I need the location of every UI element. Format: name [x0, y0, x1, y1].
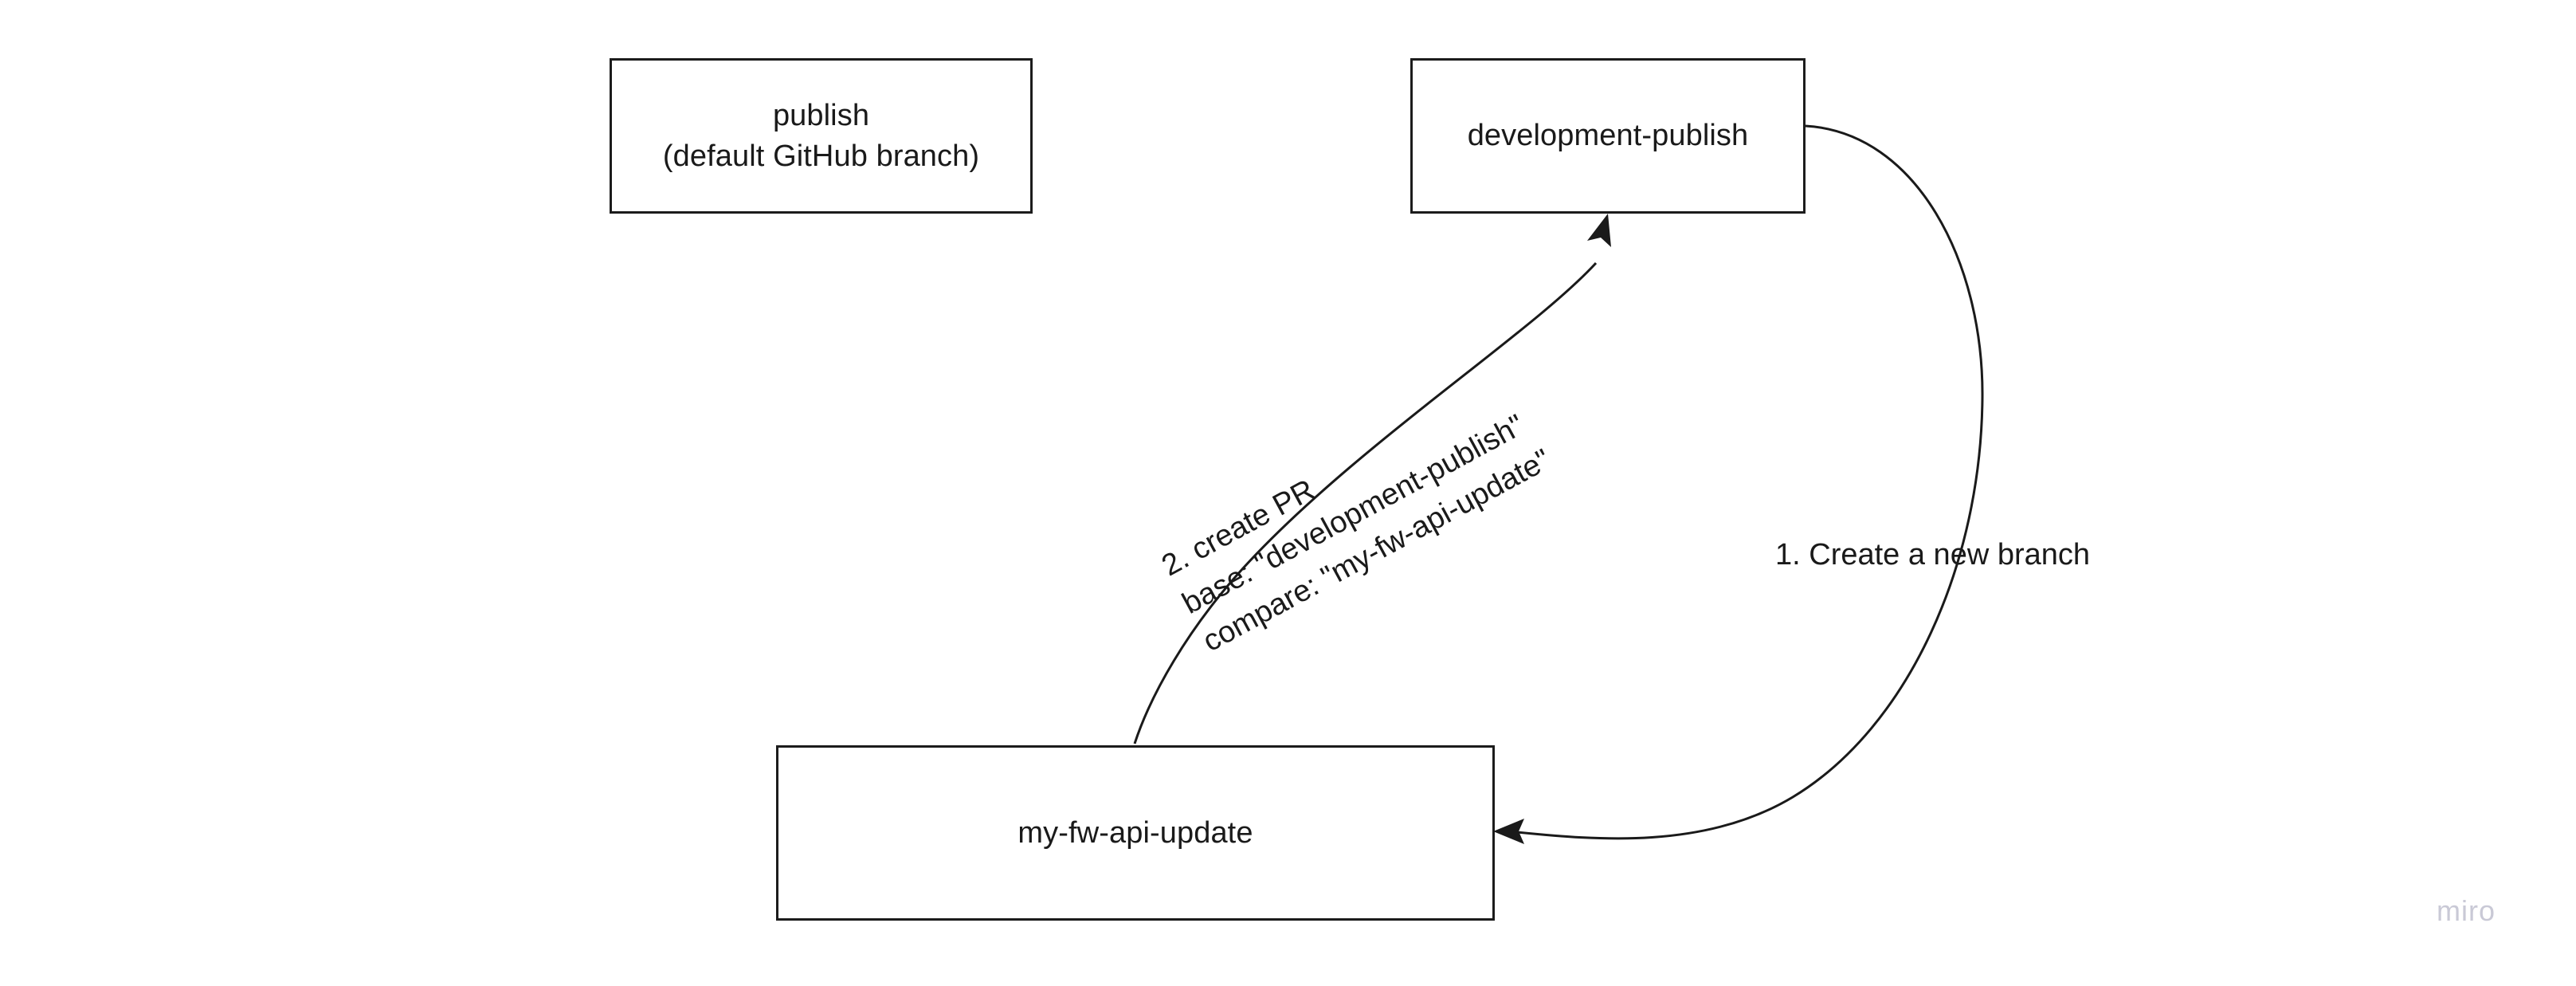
edge-label-create-branch: 1. Create a new branch [1775, 538, 2091, 572]
node-development-publish[interactable]: development-publish [1410, 58, 1806, 214]
node-my-fw-api-update[interactable]: my-fw-api-update [776, 745, 1495, 921]
edge-create-pr-arrowhead [1587, 214, 1611, 247]
node-publish[interactable]: publish (default GitHub branch) [610, 58, 1033, 214]
edge-label-create-pr: 2. create PR base: "development-publish"… [1156, 408, 1557, 659]
edge-create-branch [1493, 124, 1984, 844]
edge-create-branch-path [1516, 124, 1984, 840]
edge-create-branch-arrowhead [1493, 819, 1524, 844]
miro-watermark: miro [2437, 894, 2496, 927]
